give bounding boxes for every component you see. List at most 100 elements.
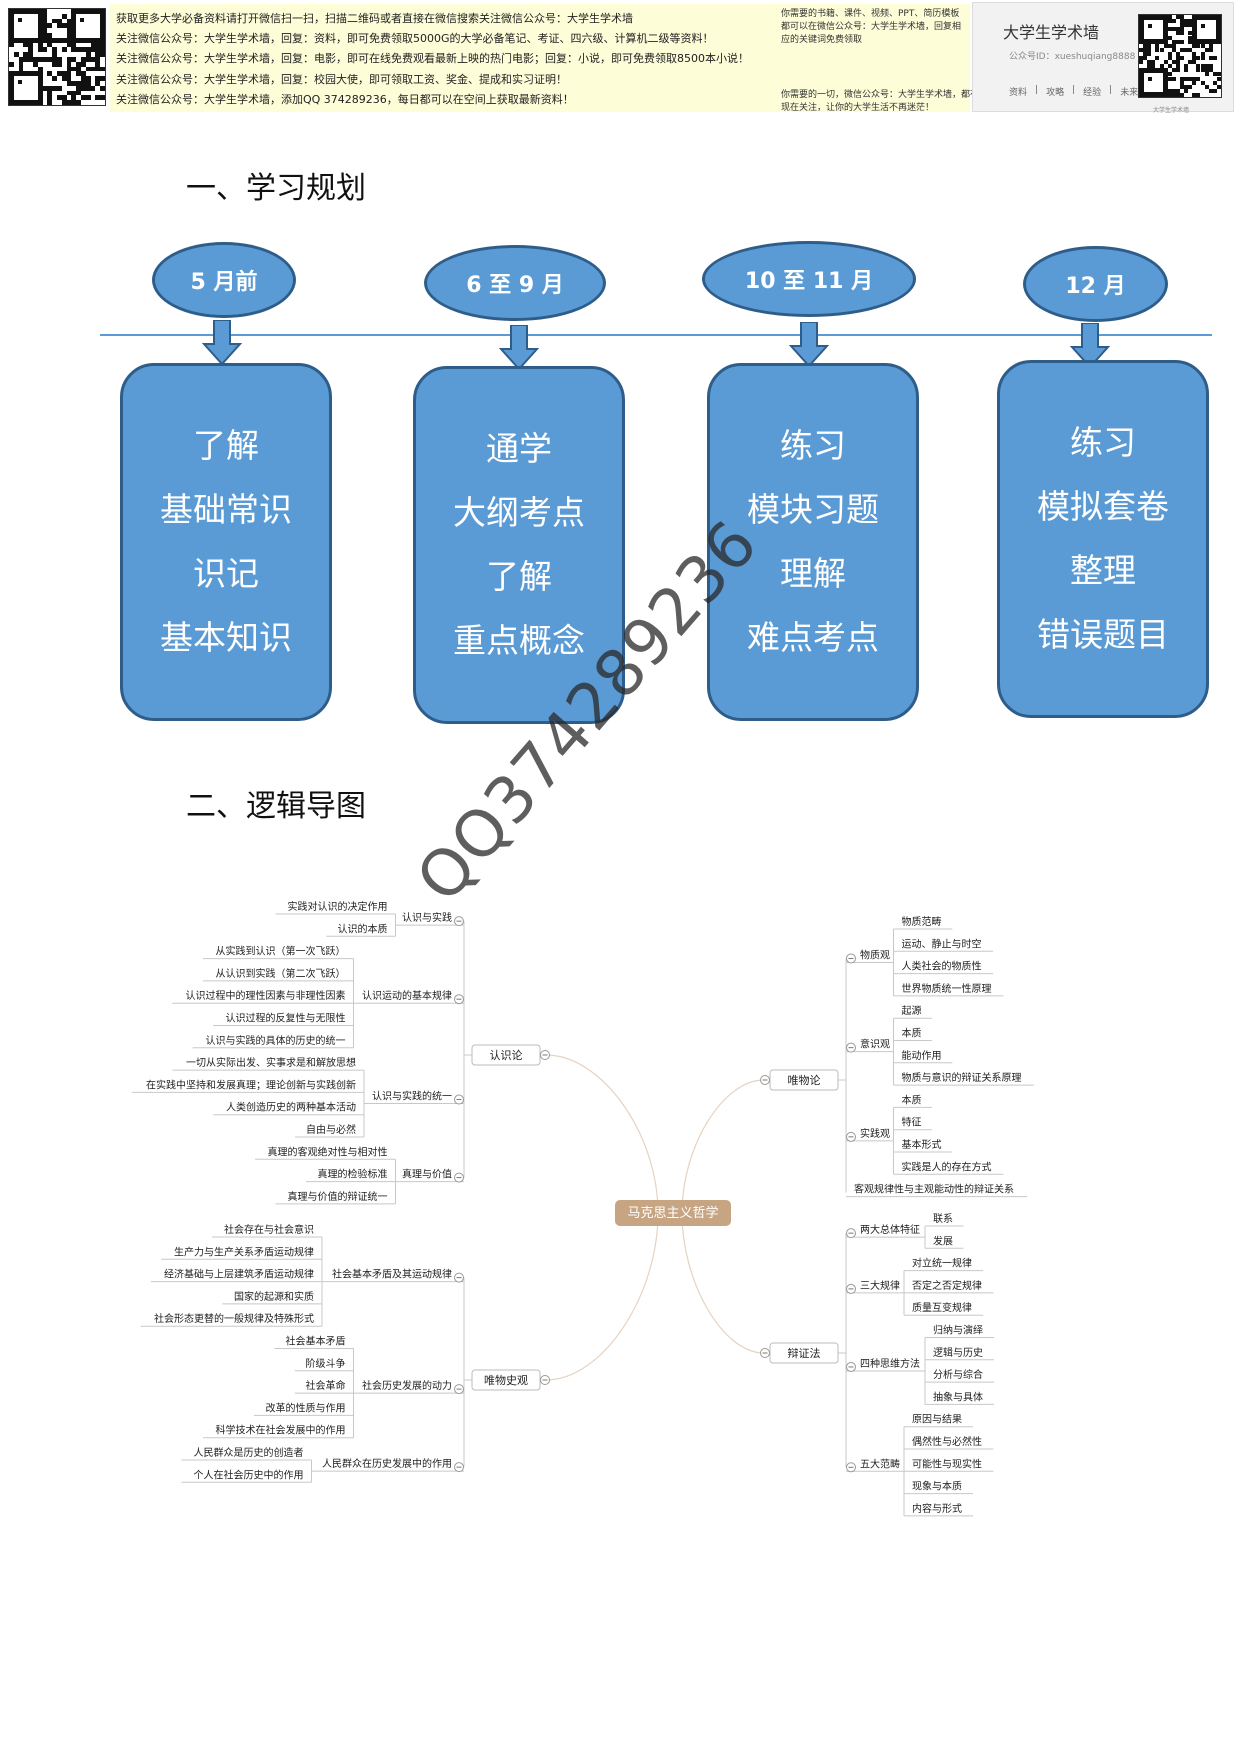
qr-module bbox=[57, 61, 62, 67]
branch-collapse-toggle[interactable] bbox=[540, 1050, 550, 1060]
group-collapse-toggle[interactable] bbox=[846, 1283, 856, 1294]
qr-module bbox=[1167, 72, 1172, 77]
qr-module bbox=[61, 47, 67, 53]
group-collapse-toggle[interactable] bbox=[454, 916, 464, 927]
group-collapse-toggle[interactable] bbox=[846, 1228, 856, 1239]
leaf-label: 认识与实践的具体的历史的统一 bbox=[206, 1034, 346, 1047]
qr-module bbox=[1175, 88, 1180, 93]
leaf-label: 可能性与现实性 bbox=[912, 1457, 982, 1470]
group-collapse-toggle[interactable] bbox=[846, 1361, 856, 1372]
menu-item[interactable]: 攻略 bbox=[1046, 88, 1065, 98]
qr-module bbox=[66, 37, 72, 43]
qr-module bbox=[1188, 39, 1193, 44]
branch-label: 认识论 bbox=[490, 1048, 523, 1062]
banner-line: 关注微信公众号：大学生学术墙，回复：电影，即可在线免费观看最新上映的热门电影；回… bbox=[116, 52, 749, 65]
qr-module bbox=[95, 52, 101, 57]
menu-item[interactable]: 经验 bbox=[1083, 88, 1102, 98]
qr-module bbox=[1208, 64, 1213, 69]
qr-module bbox=[76, 71, 81, 77]
banner-line: 获取更多大学必备资料请打开微信扫一扫，扫描二维码或者直接在微信搜索关注微信公众号… bbox=[116, 12, 633, 25]
qr-module bbox=[23, 57, 29, 62]
leaf-label: 否定之否定规律 bbox=[912, 1279, 982, 1292]
qr-module bbox=[1163, 60, 1168, 65]
group-collapse-toggle[interactable] bbox=[846, 953, 856, 964]
qr-module bbox=[1167, 92, 1172, 97]
leaf-label: 从实践到认识（第一次飞跃） bbox=[216, 945, 346, 958]
qr-module bbox=[18, 57, 24, 62]
qr-module bbox=[47, 71, 53, 77]
qr-module bbox=[1143, 51, 1148, 56]
banner-mid-line: 你需要的一切，微信公众号：大学生学术墙，都有！ bbox=[781, 90, 989, 100]
qr-module bbox=[1184, 84, 1189, 89]
qr-module bbox=[81, 57, 86, 62]
group-collapse-toggle[interactable] bbox=[846, 1131, 856, 1142]
period-oval: 5 月前 bbox=[152, 242, 296, 318]
group-collapse-toggle[interactable] bbox=[454, 1384, 464, 1395]
qr-module bbox=[57, 57, 62, 62]
leaf-label: 物质范畴 bbox=[902, 915, 942, 928]
group-collapse-toggle[interactable] bbox=[846, 1042, 856, 1053]
group-collapse-toggle[interactable] bbox=[454, 1094, 464, 1105]
qr-module bbox=[1204, 72, 1209, 77]
qr-module bbox=[1167, 15, 1172, 20]
branch-collapse-toggle[interactable] bbox=[540, 1375, 550, 1385]
qr-module bbox=[1155, 56, 1160, 61]
qr-module bbox=[61, 95, 67, 101]
qr-module bbox=[1208, 68, 1213, 73]
qr-module bbox=[1171, 88, 1176, 93]
group-collapse-toggle[interactable] bbox=[454, 1462, 464, 1473]
leaf-label: 原因与结果 bbox=[912, 1413, 962, 1426]
group-label: 两大总体特征 bbox=[860, 1223, 920, 1236]
qr-module bbox=[52, 76, 57, 81]
qr-module bbox=[1204, 68, 1209, 73]
branch-collapse-toggle[interactable] bbox=[760, 1075, 770, 1085]
qr-module bbox=[71, 81, 77, 86]
plan-item: 模块习题 bbox=[747, 490, 879, 529]
leaf-label: 能动作用 bbox=[902, 1049, 942, 1062]
qr-module bbox=[85, 81, 91, 86]
leaf-label: 在实践中坚持和发展真理；理论创新与实践创新 bbox=[146, 1078, 356, 1091]
qr-module bbox=[1167, 64, 1172, 69]
group-collapse-toggle[interactable] bbox=[454, 1272, 464, 1283]
qr-module bbox=[90, 66, 96, 72]
menu-item[interactable]: 资料 bbox=[1009, 88, 1028, 98]
qr-module bbox=[28, 42, 33, 48]
qr-module bbox=[1196, 56, 1201, 61]
menu-item[interactable]: 未来 bbox=[1120, 88, 1139, 98]
qr-module bbox=[1212, 88, 1217, 93]
account-footer: 大学生学术墙 bbox=[1153, 107, 1190, 114]
group-collapse-toggle[interactable] bbox=[454, 994, 464, 1005]
qr-module bbox=[1196, 43, 1201, 48]
leaf-label: 逻辑与历史 bbox=[933, 1346, 983, 1359]
qr-module bbox=[100, 42, 105, 48]
group-collapse-toggle[interactable] bbox=[454, 1172, 464, 1183]
qr-module bbox=[1180, 19, 1185, 24]
qr-module bbox=[1171, 39, 1176, 44]
leaf-label: 真理的检验标准 bbox=[318, 1168, 388, 1181]
qr-module bbox=[1196, 76, 1201, 81]
leaf-label: 质量互变规律 bbox=[912, 1301, 972, 1314]
account-name: 大学生学术墙 bbox=[1003, 23, 1100, 42]
plan-item: 重点概念 bbox=[453, 621, 585, 660]
qr-module bbox=[13, 52, 19, 57]
qr-module bbox=[1180, 80, 1185, 85]
qr-module bbox=[1171, 43, 1176, 48]
plan-box: 练习 模拟套卷 整理 错误题目 bbox=[997, 360, 1209, 718]
qr-module bbox=[81, 95, 86, 101]
qr-module bbox=[1147, 64, 1152, 69]
qr-module bbox=[1192, 80, 1197, 85]
leaf-label: 自由与必然 bbox=[306, 1123, 356, 1136]
branch-collapse-toggle[interactable] bbox=[760, 1348, 770, 1358]
qr-module bbox=[1151, 60, 1156, 65]
qr-module bbox=[28, 57, 33, 62]
plan-item: 识记 bbox=[193, 554, 259, 593]
leaf-label: 归纳与演绎 bbox=[933, 1324, 983, 1337]
qr-module bbox=[1192, 92, 1197, 97]
qr-module bbox=[90, 47, 96, 53]
section-title-mind-map: 二、逻辑导图 bbox=[186, 789, 366, 824]
qr-module bbox=[42, 85, 48, 91]
leaf-label: 基本形式 bbox=[902, 1138, 942, 1151]
mind-map-center-node bbox=[615, 1200, 731, 1226]
group-collapse-toggle[interactable] bbox=[846, 1462, 856, 1473]
qr-module bbox=[100, 47, 105, 53]
